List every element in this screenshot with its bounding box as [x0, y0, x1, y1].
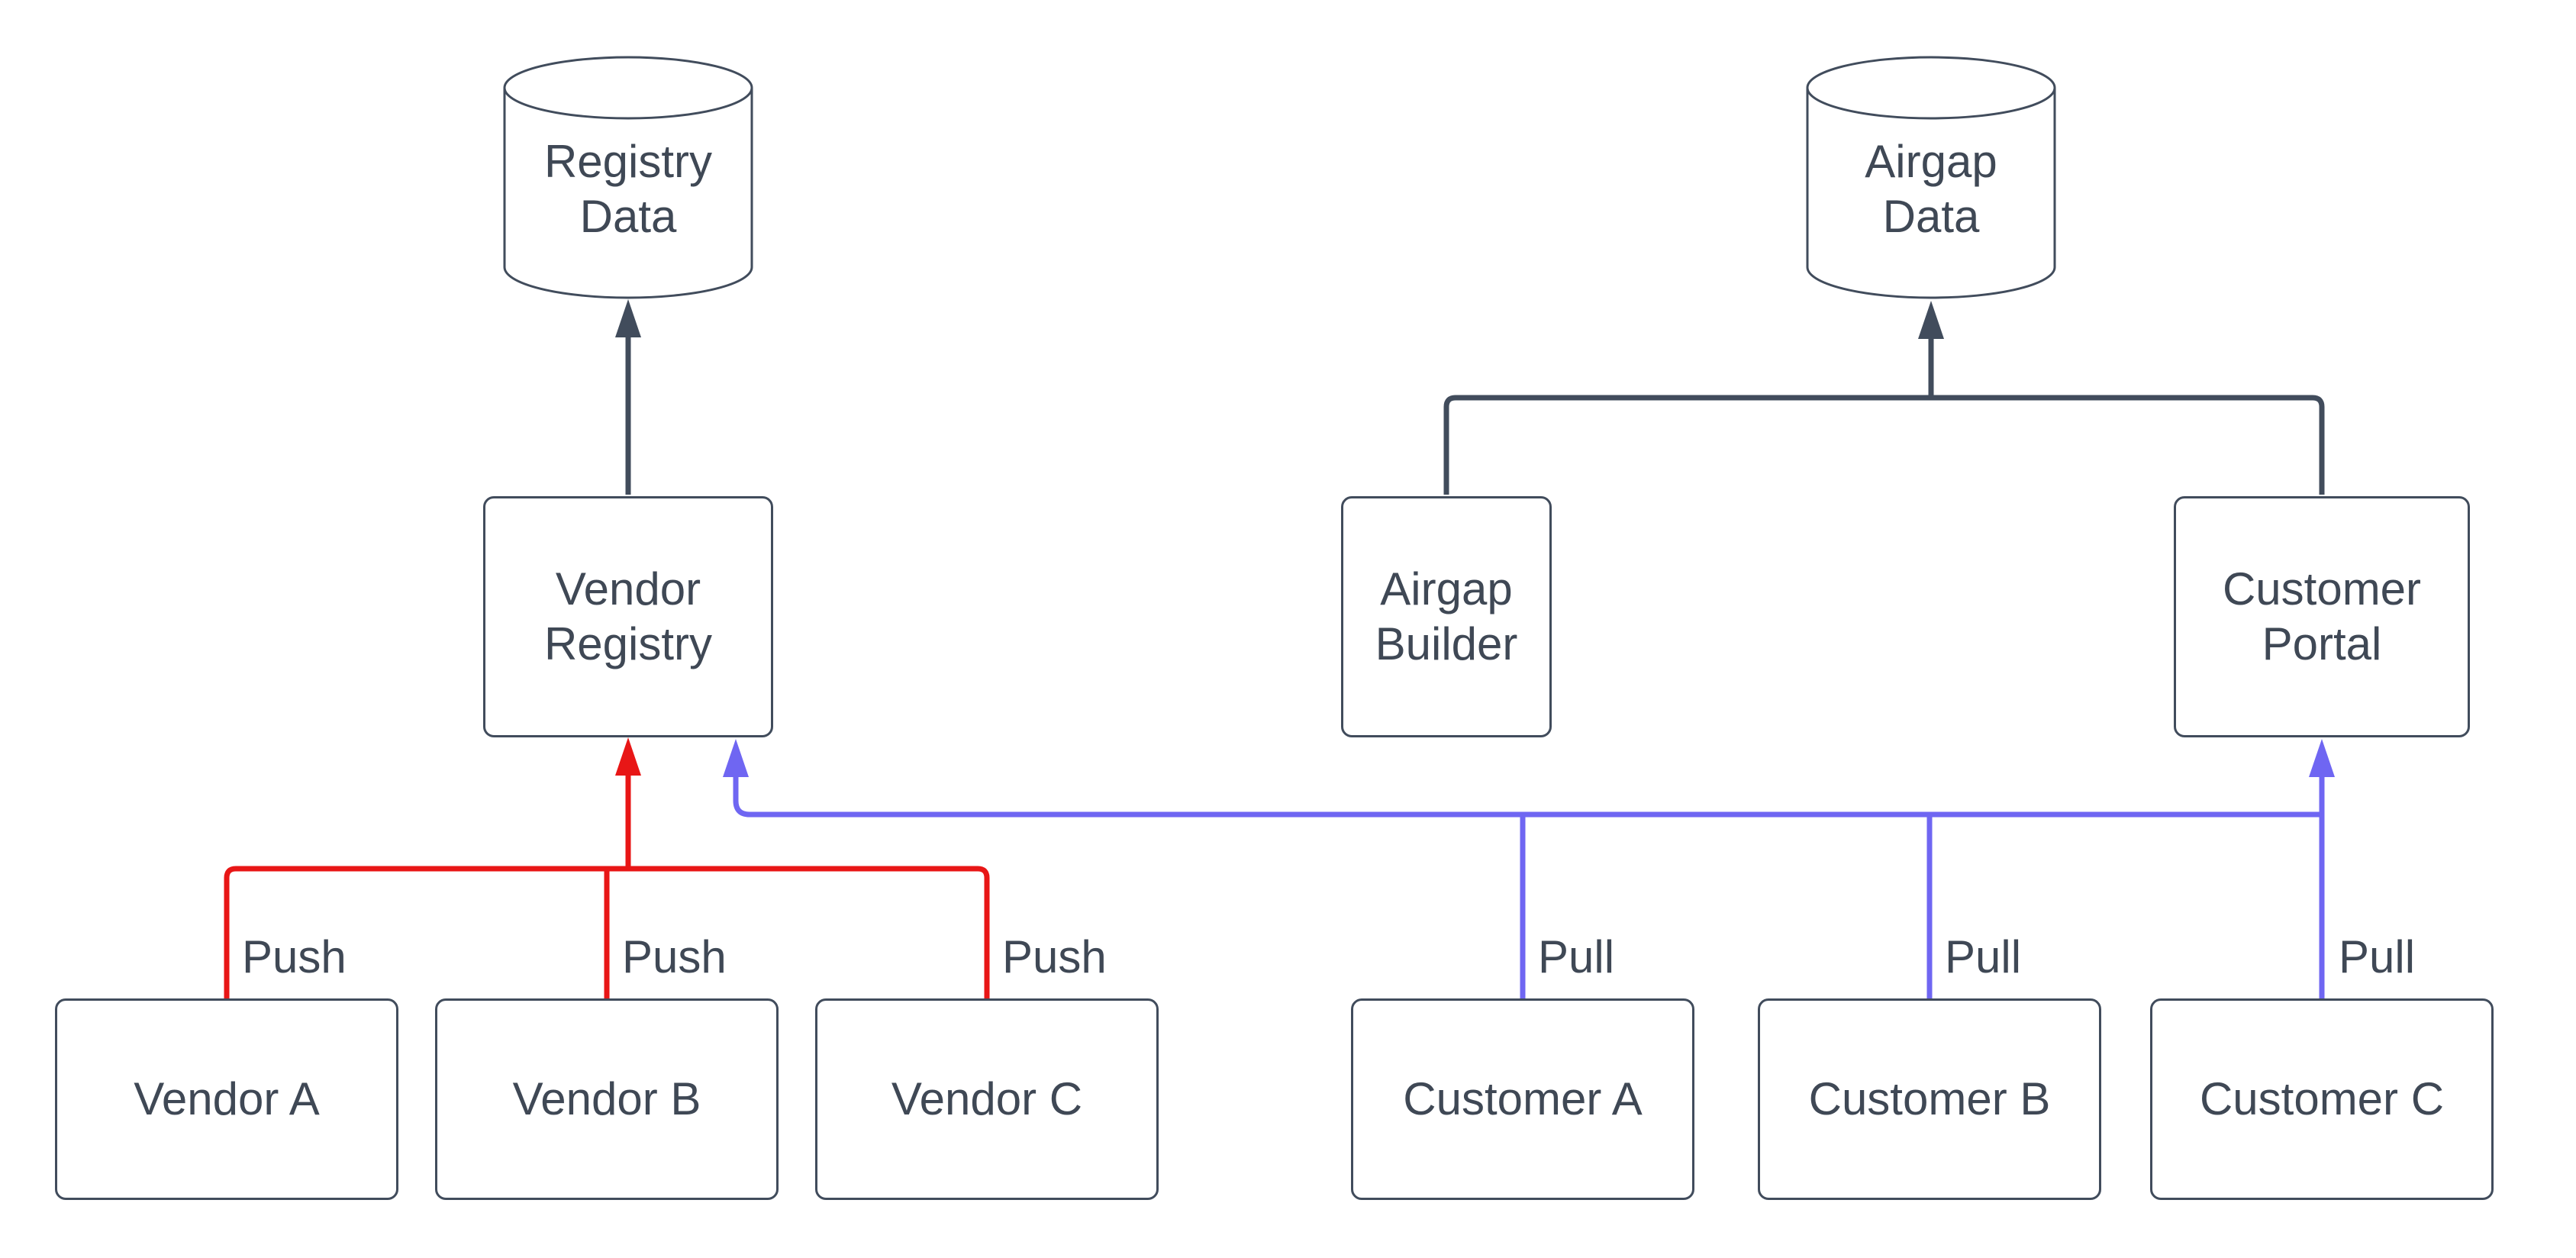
- pull-label-customer-c: Pull: [2339, 931, 2416, 982]
- edge-builder-portal-to-airgap-data: [1443, 301, 2325, 495]
- vendor-registry-line2: Registry: [543, 618, 713, 669]
- customer-c-node: Customer C: [2150, 998, 2494, 1200]
- push-label-vendor-b: Push: [622, 931, 727, 982]
- airgap-data-label: Airgap Data: [1807, 98, 2055, 281]
- customer-c-label: Customer C: [2199, 1073, 2445, 1124]
- edge-push-network: [224, 737, 990, 998]
- customer-a-node: Customer A: [1351, 998, 1694, 1200]
- customer-portal-line2: Portal: [2262, 618, 2382, 669]
- customer-portal-node: Customer Portal: [2174, 496, 2470, 737]
- vendor-registry-node: Vendor Registry: [483, 496, 773, 737]
- edge-pull-network: [723, 739, 2335, 998]
- registry-data-line1: Registry: [543, 136, 713, 187]
- customer-b-label: Customer B: [1808, 1073, 2051, 1124]
- edge-vendor-registry-to-registry-data: [615, 299, 641, 495]
- registry-data-line2: Data: [579, 191, 677, 242]
- vendor-a-node: Vendor A: [55, 998, 398, 1200]
- push-label-vendor-c: Push: [1002, 931, 1107, 982]
- vendor-b-label: Vendor B: [512, 1073, 701, 1124]
- pull-label-customer-b: Pull: [1945, 931, 2022, 982]
- vendor-a-label: Vendor A: [134, 1073, 320, 1124]
- registry-data-cylinder: [503, 56, 753, 299]
- vendor-b-node: Vendor B: [435, 998, 779, 1200]
- airgap-builder-node: Airgap Builder: [1341, 496, 1552, 737]
- customer-portal-line1: Customer: [2222, 563, 2422, 614]
- registry-data-label: Registry Data: [505, 98, 752, 281]
- airgap-data-cylinder: [1806, 56, 2056, 299]
- vendor-c-node: Vendor C: [815, 998, 1159, 1200]
- airgap-data-line2: Data: [1882, 191, 1980, 242]
- vendor-c-label: Vendor C: [891, 1073, 1083, 1124]
- airgap-builder-line2: Builder: [1375, 618, 1518, 669]
- vendor-registry-line1: Vendor: [555, 563, 701, 614]
- customer-b-node: Customer B: [1758, 998, 2101, 1200]
- customer-a-label: Customer A: [1403, 1073, 1643, 1124]
- airgap-builder-line1: Airgap: [1380, 563, 1513, 614]
- push-label-vendor-a: Push: [242, 931, 347, 982]
- pull-label-customer-a: Pull: [1538, 931, 1615, 982]
- airgap-data-line1: Airgap: [1865, 136, 1997, 187]
